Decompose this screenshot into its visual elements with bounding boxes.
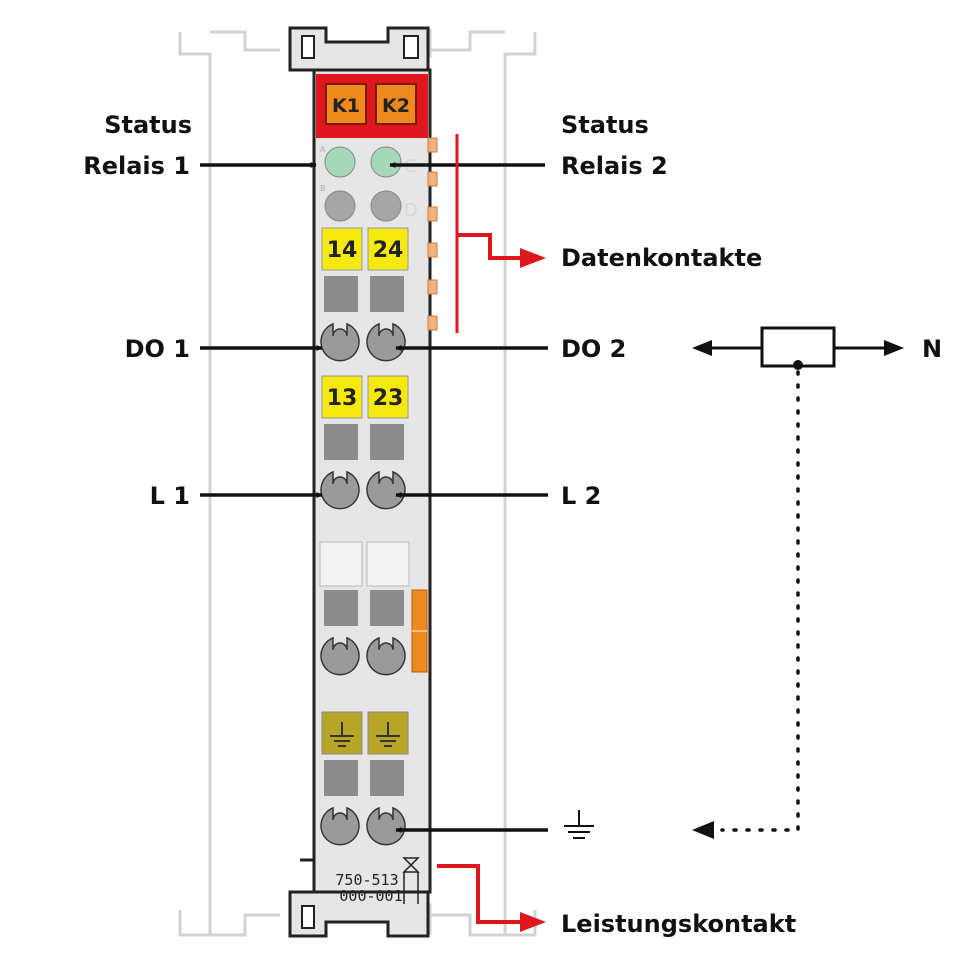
label-l1: L 1 (150, 482, 190, 510)
led-relay-2 (370, 146, 402, 178)
status-leds: A B C D (320, 145, 418, 222)
part-number-line-1: 750-513 (335, 871, 398, 889)
clamp-pe-2 (366, 806, 406, 846)
relay-k2-label: K2 (382, 95, 410, 117)
label-relais-2: Relais 2 (561, 152, 668, 180)
relay-status-header: K1 K2 (316, 74, 428, 138)
ground-icon (564, 810, 594, 839)
part-number: 750-513 000-001 (335, 857, 420, 905)
data-contacts (427, 137, 438, 331)
label-l2: L 2 (561, 482, 601, 510)
led-unused-b (324, 190, 356, 222)
terminal-23-label: 23 (373, 386, 404, 411)
terminal-block-ground (320, 711, 409, 846)
led-relay-1 (324, 146, 356, 178)
terminal-block-l: 13 23 (320, 375, 409, 510)
terminal-block-do: 14 24 (320, 227, 409, 362)
label-datenkontakte: Datenkontakte (561, 244, 762, 272)
led-b-letter: B (320, 184, 326, 193)
label-do2: DO 2 (561, 335, 626, 363)
led-a-letter: A (320, 145, 326, 154)
clamp-pe-1 (320, 806, 360, 846)
relay-k1-label: K1 (332, 95, 360, 117)
load-schematic (692, 326, 904, 839)
ground-icon (330, 722, 354, 747)
clamp-do2 (366, 322, 406, 362)
led-unused-d (370, 190, 402, 222)
clamp-l1 (320, 470, 360, 510)
label-status-left: Status (104, 111, 192, 139)
label-n: N (922, 335, 942, 363)
arrow-datenkontakte (457, 233, 522, 260)
connection-arrows (200, 162, 548, 833)
clamp-do1 (320, 322, 360, 362)
led-d-letter: D (404, 200, 418, 221)
terminal-13-label: 13 (327, 386, 358, 411)
label-leistungskontakt: Leistungskontakt (561, 910, 796, 938)
clamp-l2 (366, 470, 406, 510)
red-annotations (437, 134, 546, 932)
label-relais-1: Relais 1 (83, 152, 190, 180)
ground-icon (376, 722, 400, 747)
arrow-leistungskontakt (437, 864, 522, 924)
terminal-14-label: 14 (327, 238, 358, 263)
label-status-right: Status (561, 111, 649, 139)
part-number-line-2: 000-001 (339, 887, 402, 905)
label-do1: DO 1 (125, 335, 190, 363)
terminal-block-unused (319, 541, 428, 676)
terminal-24-label: 24 (373, 238, 404, 263)
